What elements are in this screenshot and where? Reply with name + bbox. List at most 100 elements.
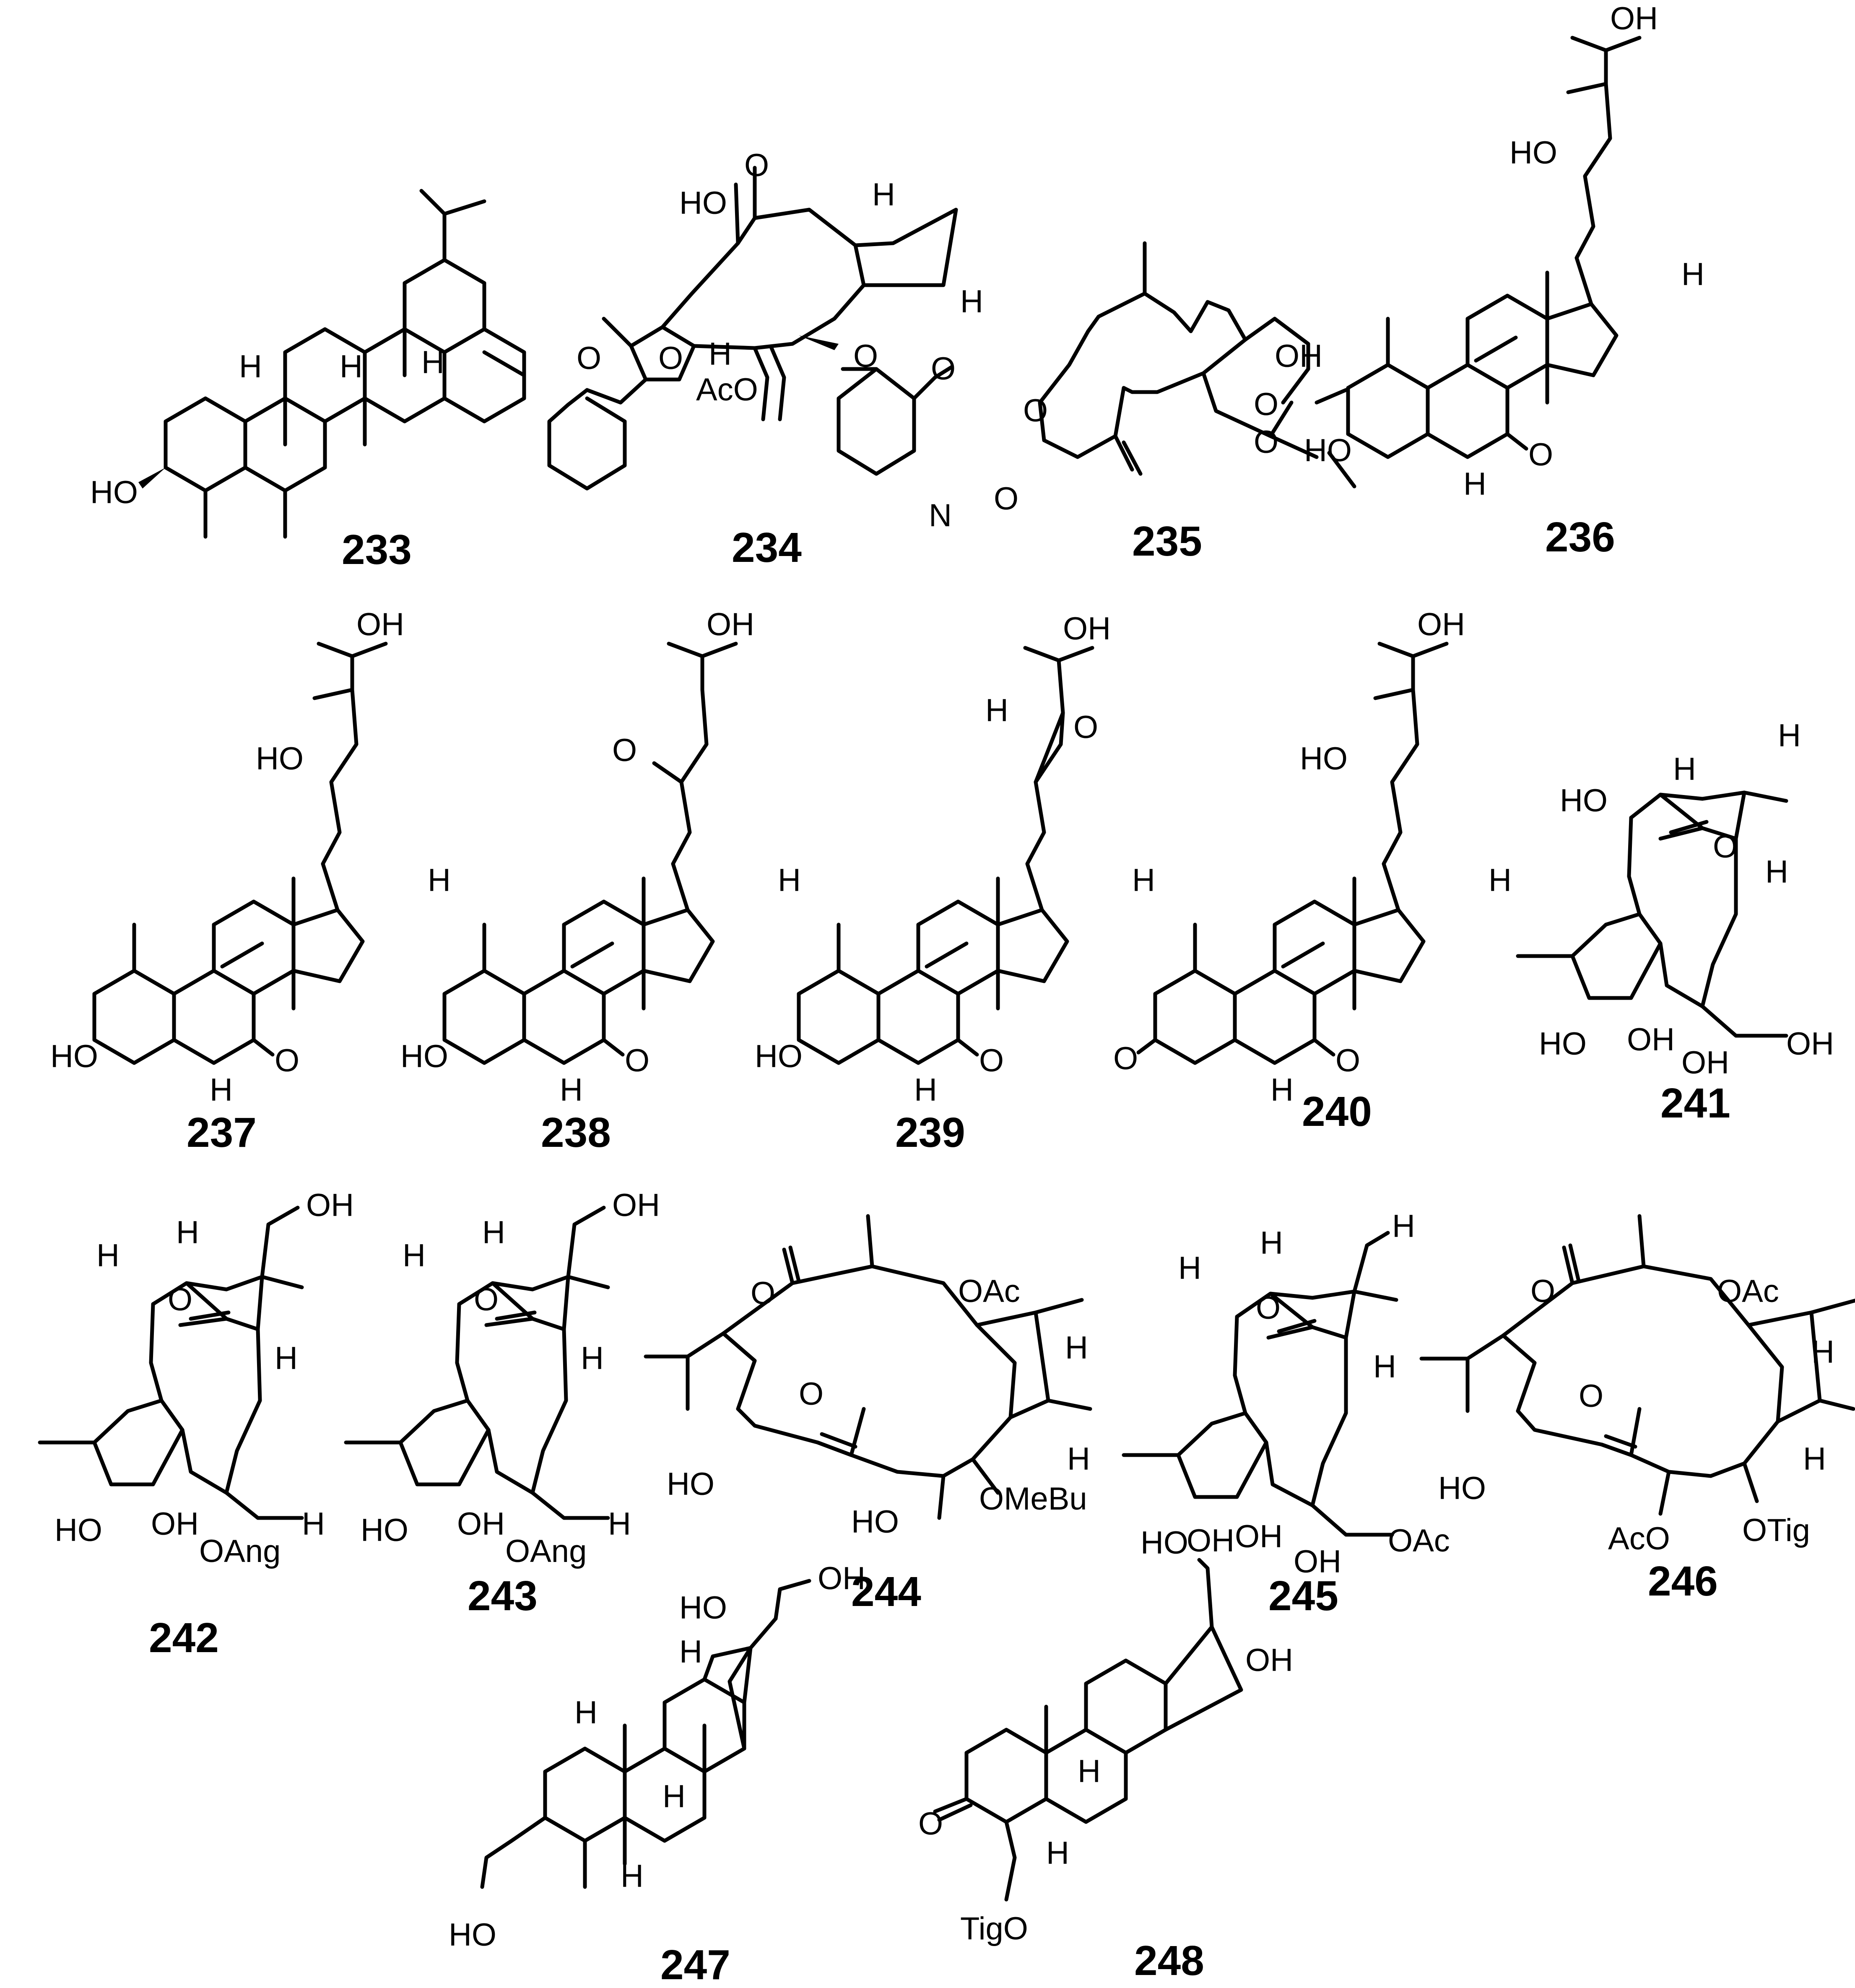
compound-number: 243 [468,1572,538,1619]
label-oh: OH [1786,1026,1834,1062]
label-oang: OAng [199,1533,281,1569]
label-h: H [1078,1754,1101,1789]
compound-233: HO H H H 233 [90,189,526,573]
label-o: O [275,1043,299,1078]
label-ho: HO [1141,1525,1188,1561]
label-h: H [608,1506,631,1542]
label-h: H [1046,1835,1069,1871]
label-o: O [799,1376,824,1412]
label-o: O [1254,424,1278,460]
compound-number: 244 [851,1568,921,1615]
label-o: O [1713,829,1738,865]
label-n: N [929,498,952,533]
label-h: H [239,349,262,385]
label-h: H [662,1779,686,1814]
compound-247: HO H OH H H H HO 247 [449,1561,865,1988]
label-h: H [176,1215,199,1250]
label-h: H [1778,718,1801,754]
label-o: O [853,338,878,374]
label-oh: OH [1294,1544,1341,1580]
label-ho: HO [1438,1471,1486,1506]
compound-number: 237 [187,1109,257,1156]
label-oac: OAc [1717,1273,1779,1309]
compound-number: 248 [1134,1937,1204,1984]
label-oh: OH [1187,1523,1234,1559]
label-h: H [1811,1334,1834,1370]
label-o: O [1113,1041,1138,1076]
compound-240: OH HO H O H O 240 [1113,607,1512,1135]
label-h: H [210,1072,233,1108]
label-oh: OH [818,1561,865,1596]
label-h: H [1270,1072,1294,1108]
label-h: H [96,1238,120,1273]
label-h: H [1132,863,1155,898]
label-ho: HO [1560,783,1608,819]
label-o: O [744,148,769,183]
label-h: H [709,336,732,372]
compound-238: OH O H HO H O 238 [400,607,801,1156]
label-h: H [679,1634,702,1670]
label-oh: OH [1681,1045,1729,1081]
label-ho: HO [851,1504,899,1540]
compound-246: O OAc O H HO H AcO OTig 246 [1419,1214,1855,1605]
label-o: O [612,733,637,768]
label-o: O [1254,387,1278,422]
compound-242: OH H H O H HO OH OAng H 242 [38,1188,354,1661]
label-aco: AcO [1608,1521,1670,1557]
compound-243: OH H H O H HO OH OAng H 243 [344,1188,660,1619]
label-ho: HO [1509,135,1557,171]
label-o: O [994,481,1018,517]
label-h: H [275,1341,298,1376]
label-o: O [1335,1043,1360,1078]
compound-number: 242 [149,1614,219,1661]
label-o: O [1023,393,1048,429]
label-h: H [421,345,444,380]
label-h: H [621,1858,644,1894]
label-o: O [1530,1273,1555,1309]
label-ho: HO [400,1039,448,1074]
label-h: H [1463,466,1486,502]
label-ho: HO [256,741,304,777]
label-h: H [1681,257,1704,292]
label-o: O [979,1043,1004,1078]
label-oh: OH [1245,1642,1293,1678]
label-o: O [168,1282,192,1318]
label-h: H [482,1215,505,1250]
label-oh: OH [1235,1519,1283,1554]
label-ho: HO [449,1917,496,1953]
label-tigo: TigO [960,1911,1028,1946]
label-ho: HO [755,1039,803,1074]
label-h: H [1489,863,1512,898]
compound-number: 234 [732,524,802,571]
compound-number: 233 [342,526,412,573]
compound-number: 241 [1660,1080,1730,1127]
compound-number: 235 [1132,518,1202,565]
label-omebu: OMeBu [979,1481,1087,1517]
label-ho: HO [1304,433,1352,468]
label-h: H [1178,1250,1201,1286]
label-o: O [577,340,601,376]
label-oh: OH [1063,611,1111,647]
label-h: H [1765,854,1788,890]
label-o: O [474,1282,499,1318]
label-o: O [931,351,956,387]
label-ho: HO [50,1039,98,1074]
compound-236: OH HO H HO H O 236 [1304,1,1704,561]
compound-number: 239 [895,1109,965,1156]
label-otig: OTig [1742,1512,1810,1548]
label-h: H [1373,1349,1396,1385]
label-ho: HO [1539,1026,1587,1062]
label-o: O [1073,709,1098,745]
label-o: O [918,1806,943,1842]
label-oh: OH [612,1188,660,1223]
label-o: O [1528,437,1553,473]
label-h: H [581,1341,604,1376]
label-oh: OH [151,1506,199,1542]
label-oac: OAc [958,1273,1020,1309]
compound-244: O OAc O H HO HO H OMeBu 244 [644,1214,1092,1615]
label-oang: OAng [505,1533,587,1569]
label-h: H [914,1072,937,1108]
label-h: H [1803,1441,1826,1477]
label-h: H [1673,751,1696,787]
compound-number: 238 [541,1109,611,1156]
